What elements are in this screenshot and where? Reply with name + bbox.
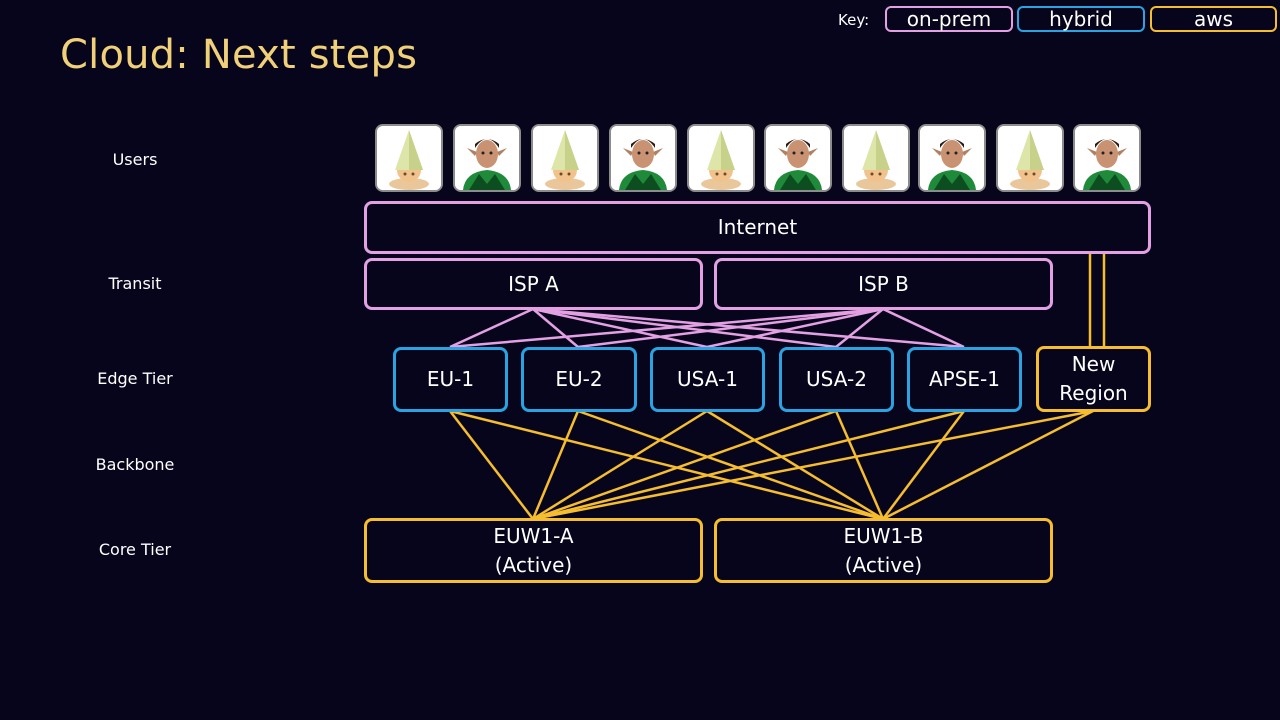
isp-b-label: ISP B: [858, 271, 909, 296]
gnome-hat-icon: [687, 124, 755, 192]
page-title: Cloud: Next steps: [60, 32, 418, 78]
core-euw1-a-label: EUW1-A: [493, 523, 574, 548]
row-label-transit: Transit: [108, 274, 162, 293]
elf-icon: [918, 124, 986, 192]
key-label: Key:: [838, 11, 870, 29]
row-label-edge: Edge Tier: [97, 369, 173, 388]
isp-a-label: ISP A: [508, 271, 559, 296]
key-aws-label: aws: [1193, 7, 1234, 31]
edge-eu-2-box: EU-2: [521, 347, 637, 412]
elf-icon: [453, 124, 521, 192]
core-euw1-b-status: (Active): [844, 552, 923, 577]
core-euw1-b-box: EUW1-B (Active): [714, 518, 1053, 583]
isp-a-box: ISP A: [364, 258, 703, 310]
new-region-label-line1: New: [1071, 352, 1116, 376]
elf-icon: [764, 124, 832, 192]
key-on-prem-label: on-prem: [906, 7, 992, 31]
internet-label: Internet: [717, 215, 798, 239]
edge-usa-1-box: USA-1: [650, 347, 765, 412]
new-region-label-line2: Region: [1059, 381, 1128, 405]
edge-core-lines: [449, 409, 1094, 521]
gnome-hat-icon: [996, 124, 1064, 192]
gnome-hat-icon: [842, 124, 910, 192]
row-label-backbone: Backbone: [95, 455, 175, 474]
gnome-hat-icon: [375, 124, 443, 192]
edge-usa-2-box: USA-2: [779, 347, 894, 412]
edge-eu-1-label: EU-1: [426, 367, 475, 391]
elf-icon: [1073, 124, 1141, 192]
new-region-box: New Region: [1036, 346, 1151, 412]
edge-eu-2-label: EU-2: [555, 367, 603, 391]
edge-eu-1-box: EU-1: [393, 347, 508, 412]
gnome-hat-icon: [531, 124, 599, 192]
key-hybrid-label: hybrid: [1049, 7, 1113, 31]
row-label-core: Core Tier: [98, 540, 172, 559]
key-on-prem: on-prem: [885, 6, 1013, 32]
edge-apse-1-box: APSE-1: [907, 347, 1022, 412]
edge-apse-1-label: APSE-1: [928, 367, 1000, 391]
row-label-users: Users: [112, 150, 158, 169]
core-euw1-b-label: EUW1-B: [843, 523, 924, 548]
internet-box: Internet: [364, 201, 1151, 254]
key-hybrid: hybrid: [1017, 6, 1145, 32]
key-aws: aws: [1150, 6, 1277, 32]
core-euw1-a-box: EUW1-A (Active): [364, 518, 703, 583]
core-euw1-a-status: (Active): [494, 552, 573, 577]
isp-edge-lines: [449, 307, 965, 349]
edge-usa-2-label: USA-2: [806, 367, 867, 391]
elf-icon: [609, 124, 677, 192]
edge-usa-1-label: USA-1: [677, 367, 738, 391]
isp-b-box: ISP B: [714, 258, 1053, 310]
